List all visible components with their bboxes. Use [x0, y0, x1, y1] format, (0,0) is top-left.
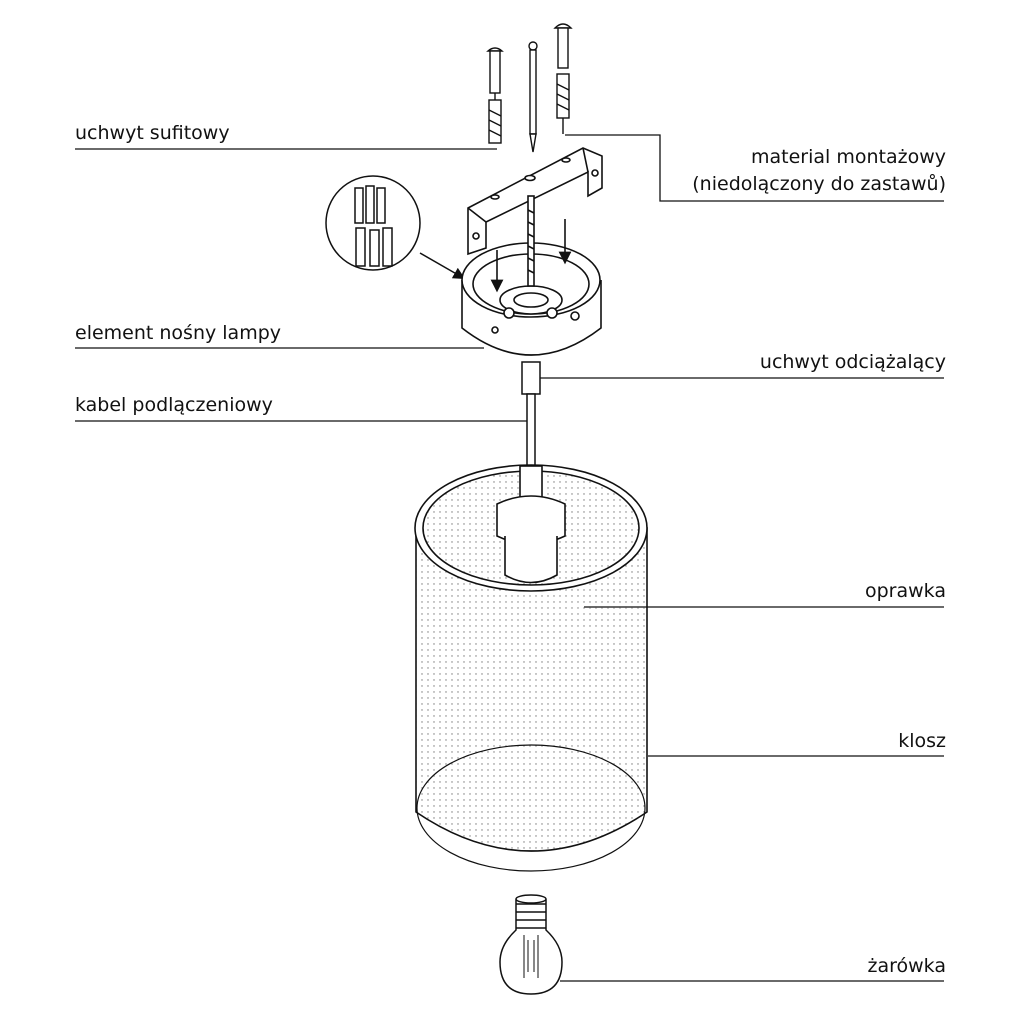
leader-mounting-material — [565, 134, 944, 202]
label-power-cable: kabel podlączeniowy — [75, 394, 273, 416]
label-canopy: element nośny lampy — [75, 322, 282, 344]
label-strain-relief: uchwyt odciążalący — [759, 351, 946, 373]
label-ceiling-bracket: uchwyt sufitowy — [75, 122, 230, 144]
lamp-holder — [496, 465, 566, 584]
screw-and-plug-right — [553, 23, 573, 134]
screw-and-plug-left — [486, 47, 504, 144]
canopy — [461, 195, 602, 356]
label-lamp-holder: oprawka — [865, 580, 946, 602]
hardware-inset — [325, 175, 466, 279]
cable-assembly — [521, 361, 541, 467]
label-shade: klosz — [898, 730, 946, 752]
light-bulb — [499, 894, 563, 995]
label-bulb: żarówka — [867, 955, 947, 977]
center-threaded-rod — [528, 41, 538, 153]
label-mounting-material-line1: material montażowy — [751, 146, 946, 168]
ceiling-bracket — [467, 147, 603, 256]
label-mounting-material-line2: (niedolączony do zastawů) — [692, 173, 946, 195]
